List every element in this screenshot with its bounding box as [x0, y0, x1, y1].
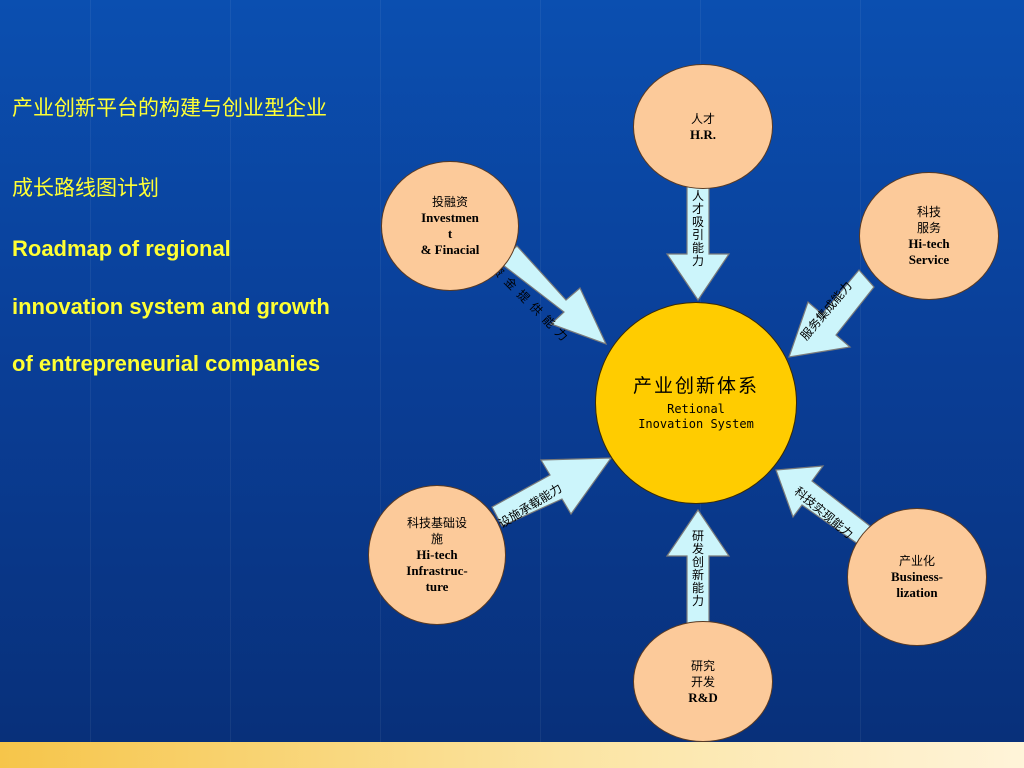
node-business-cn: 产业化: [898, 554, 935, 568]
node-rd-en: R&D: [688, 689, 718, 705]
node-investment-en-line3: & Finacial: [420, 242, 480, 257]
arrow-rd: [665, 508, 731, 637]
background-line: [230, 0, 231, 742]
node-investment-cn: 投融资: [431, 195, 468, 209]
arrow-label-hr: 人才吸引能力: [691, 189, 704, 268]
node-business-en-line1: Business-: [890, 569, 944, 584]
center-node-en-line2: Inovation System: [638, 417, 754, 431]
center-node-cn: 产业创新体系: [632, 375, 759, 397]
arrow-investment: [498, 245, 608, 346]
title-en-line1: Roadmap of regional: [12, 236, 231, 261]
title-en-line2: innovation system and growth: [12, 294, 330, 319]
node-infrastructure-cn-line2: 施: [430, 532, 443, 546]
node-business: 产业化 Business- lization: [847, 508, 987, 646]
node-infrastructure: 科技基础设 施 Hi-tech Infrastruc- ture: [368, 485, 506, 625]
arrow-hr: [665, 181, 731, 302]
node-hr-cn: 人才: [690, 111, 715, 126]
node-investment-en-line1: Investmen: [421, 210, 479, 225]
arrow-infrastructure: [491, 457, 613, 527]
background-line: [540, 0, 541, 742]
node-infrastructure-en-line1: Hi-tech: [416, 547, 458, 562]
node-service-en-line2: Service: [908, 252, 950, 267]
arrow-label-rd: 研发创新能力: [691, 529, 704, 608]
node-service-cn-line1: 科技: [916, 205, 941, 219]
node-investment: 投融资 Investmen t & Finacial: [381, 161, 519, 291]
node-service: 科技 服务 Hi-tech Service: [859, 172, 999, 300]
node-service-en-line1: Hi-tech: [908, 236, 950, 251]
node-service-cn-line2: 服务: [916, 221, 941, 235]
node-hr: 人才 H.R.: [633, 64, 773, 189]
title-cn-line1: 产业创新平台的构建与创业型企业: [12, 96, 327, 120]
title-en-line3: of entrepreneurial companies: [12, 351, 321, 376]
arrow-business: [775, 465, 871, 545]
node-business-en-line2: lization: [896, 585, 938, 600]
background-line: [380, 0, 381, 742]
center-node: 产业创新体系 Retional Inovation System: [595, 302, 797, 504]
node-rd-cn-line1: 研究: [690, 658, 715, 673]
background-line: [90, 0, 91, 742]
node-hr-en: H.R.: [690, 126, 716, 142]
bottom-band: [0, 742, 1024, 768]
node-rd: 研究 开发 R&D: [633, 621, 773, 742]
node-infrastructure-cn-line1: 科技基础设: [406, 516, 467, 530]
title-cn-line2: 成长路线图计划: [12, 176, 159, 200]
node-investment-en-line2: t: [447, 226, 453, 241]
node-rd-cn-line2: 开发: [690, 674, 715, 689]
center-node-en-line1: Retional: [667, 402, 725, 416]
node-infrastructure-en-line3: ture: [425, 579, 449, 594]
arrow-service: [788, 269, 875, 358]
background-line: [860, 0, 861, 742]
node-infrastructure-en-line2: Infrastruc-: [406, 563, 468, 578]
